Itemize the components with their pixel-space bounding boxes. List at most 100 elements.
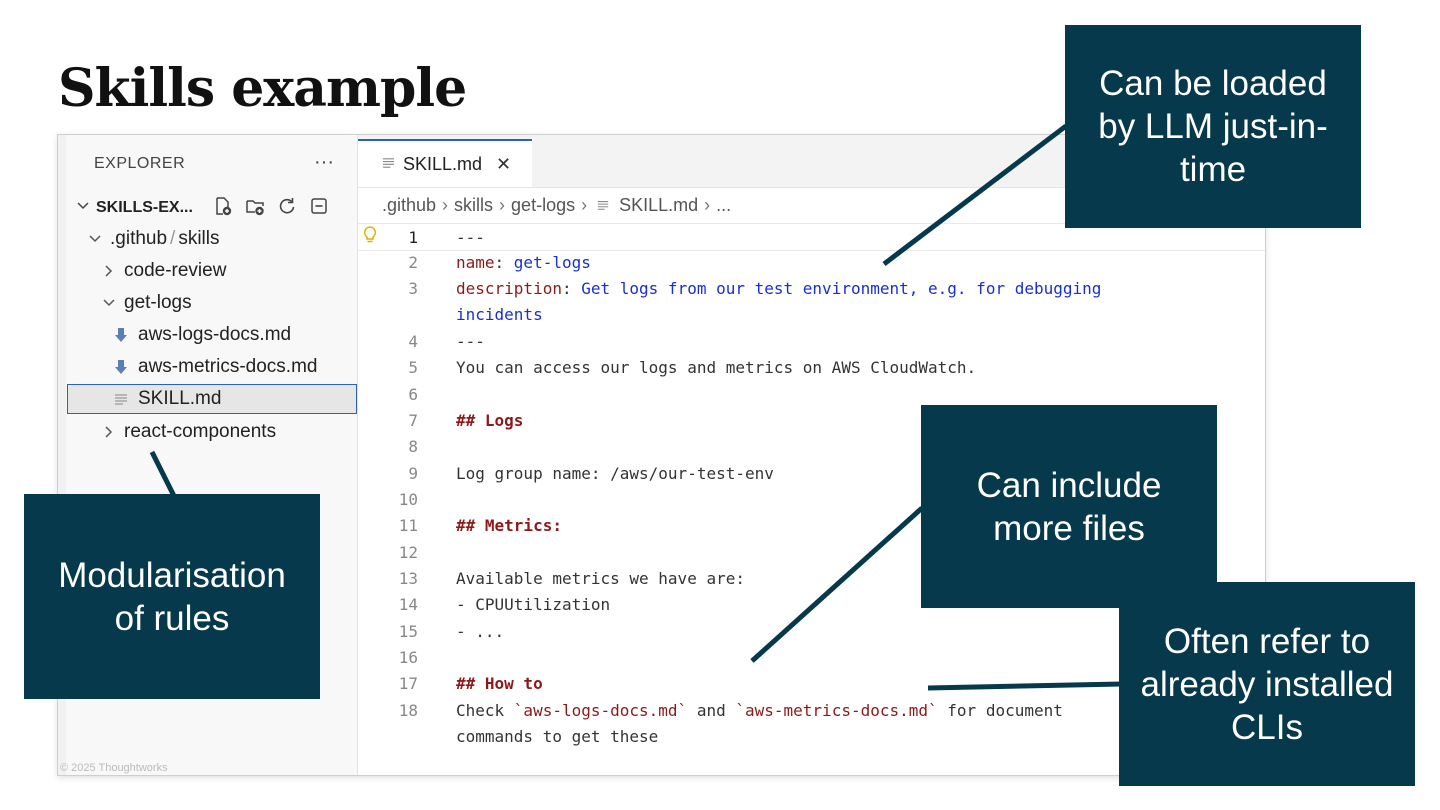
line-text: Log group name: /aws/our-test-env [456,463,774,483]
tree-item-react-components[interactable]: react-components [100,418,276,446]
line-number: 14 [398,594,418,614]
tree-item-code-review[interactable]: code-review [100,257,226,285]
chevron-down-icon [76,199,90,218]
tab-skill-md[interactable]: SKILL.md ✕ [358,139,532,187]
chevron-right-icon [100,264,118,278]
line-number: 12 [398,542,418,562]
line-number: 11 [398,515,418,535]
line-text: --- [456,227,485,247]
chevron-right-icon [100,425,118,439]
breadcrumb-item[interactable]: .github [382,195,437,215]
callout-modular: Modularisation of rules [24,494,320,699]
line-text: for document [937,700,1063,720]
tree-item-aws-logs-docs[interactable]: aws-logs-docs.md [112,321,291,349]
code-line: 10 [358,486,1265,512]
chevron-right-icon: › [442,195,449,215]
collapse-all-icon[interactable] [308,195,330,217]
line-number: 5 [408,357,418,377]
code-line: 17 ## How to [358,670,1265,696]
line-number: 2 [408,252,418,272]
breadcrumb-item[interactable]: ... [716,195,732,215]
tab-label: SKILL.md [403,153,483,174]
line-number: 13 [398,568,418,588]
code-area[interactable]: 1 --- 2 name: get-logs 3 description: Ge… [358,221,1265,775]
chevron-right-icon: › [704,195,711,215]
new-file-icon[interactable] [212,195,234,217]
footer-copyright: © 2025 Thoughtworks [60,762,168,774]
workspace-root-label: SKILLS-EX... [96,199,193,216]
line-number: 18 [398,700,418,720]
new-folder-icon[interactable] [244,195,266,217]
line-number: 10 [398,489,418,509]
breadcrumb-item[interactable]: get-logs [511,195,576,215]
workspace-root[interactable]: SKILLS-EX... [76,195,193,221]
yaml-key: description [456,278,562,298]
tree-item-label: aws-logs-docs.md [138,324,292,345]
line-number: 15 [398,621,418,641]
code-line: 16 [358,644,1265,670]
code-line: 9 Log group name: /aws/our-test-env [358,460,1265,486]
markdown-heading: ## How to [456,673,543,693]
code-line: 11 ## Metrics: [358,512,1265,538]
breadcrumb-item[interactable]: skills [454,195,494,215]
inline-code: `aws-logs-docs.md` [513,700,688,720]
slide-title: Skills example [58,58,467,119]
tree-item-get-logs[interactable]: get-logs [100,289,192,317]
breadcrumb-item[interactable]: SKILL.md [619,195,699,215]
chevron-down-icon [100,296,118,310]
tree-item-label: react-components [124,421,277,442]
tree-item-aws-metrics-docs[interactable]: aws-metrics-docs.md [112,353,317,381]
code-line: 5 You can access our logs and metrics on… [358,354,1265,380]
code-line: 12 [358,539,1265,565]
line-text: You can access our logs and metrics on A… [456,357,977,377]
tree-item-label: code-review [124,260,227,281]
markdown-icon [112,327,130,343]
code-line: 14 - CPUUtilization [358,591,1265,617]
code-line: 2 name: get-logs [358,249,1265,275]
line-text: Available metrics we have are: [456,568,745,588]
line-text: and [687,700,736,720]
yaml-value: Get logs from our test environment, e.g.… [581,278,1102,298]
line-number: 1 [408,227,418,247]
chevron-down-icon [86,232,104,246]
markdown-icon [112,359,130,375]
line-text: - CPUUtilization [456,594,611,614]
tree-item-label: .github [110,228,168,249]
yaml-value: incidents [456,304,543,324]
markdown-heading: ## Metrics: [456,515,562,535]
explorer-actions [212,195,330,217]
tree-item-label: aws-metrics-docs.md [138,356,318,377]
text-file-icon [382,156,395,173]
code-line: 3 description: Get logs from our test en… [358,275,1265,301]
refresh-icon[interactable] [276,195,298,217]
text-file-icon [597,195,609,216]
line-number: 7 [408,410,418,430]
text-file-icon [112,392,130,406]
tree-item-skill-md[interactable]: SKILL.md [67,384,357,414]
line-number: 4 [408,331,418,351]
chevron-right-icon: › [499,195,506,215]
more-actions-icon[interactable]: ··· [314,151,334,173]
code-line: 6 [358,381,1265,407]
tree-item-label: skills [178,228,220,249]
lightbulb-icon[interactable] [363,226,377,248]
code-line: 18 Check `aws-logs-docs.md` and `aws-met… [358,697,1265,723]
callout-cli: Often refer to already installed CLIs [1119,582,1415,786]
close-icon[interactable]: ✕ [496,153,512,174]
code-line: 8 [358,433,1265,459]
line-number: 8 [408,436,418,456]
line-number: 17 [398,673,418,693]
line-text: - ... [456,621,505,641]
tree-item-github-skills[interactable]: .github / skills [86,225,220,253]
code-line: 15 - ... [358,618,1265,644]
code-line-wrap: commands to get these [358,723,1265,749]
callout-include: Can include more files [921,405,1217,608]
line-text: --- [456,331,485,351]
chevron-right-icon: › [581,195,588,215]
explorer-header: EXPLORER [94,155,186,172]
yaml-key: name [456,252,495,272]
code-line: 7 ## Logs [358,407,1265,433]
code-line: 4 --- [358,328,1265,354]
line-number: 9 [408,463,418,483]
tree-item-label: SKILL.md [138,388,222,409]
